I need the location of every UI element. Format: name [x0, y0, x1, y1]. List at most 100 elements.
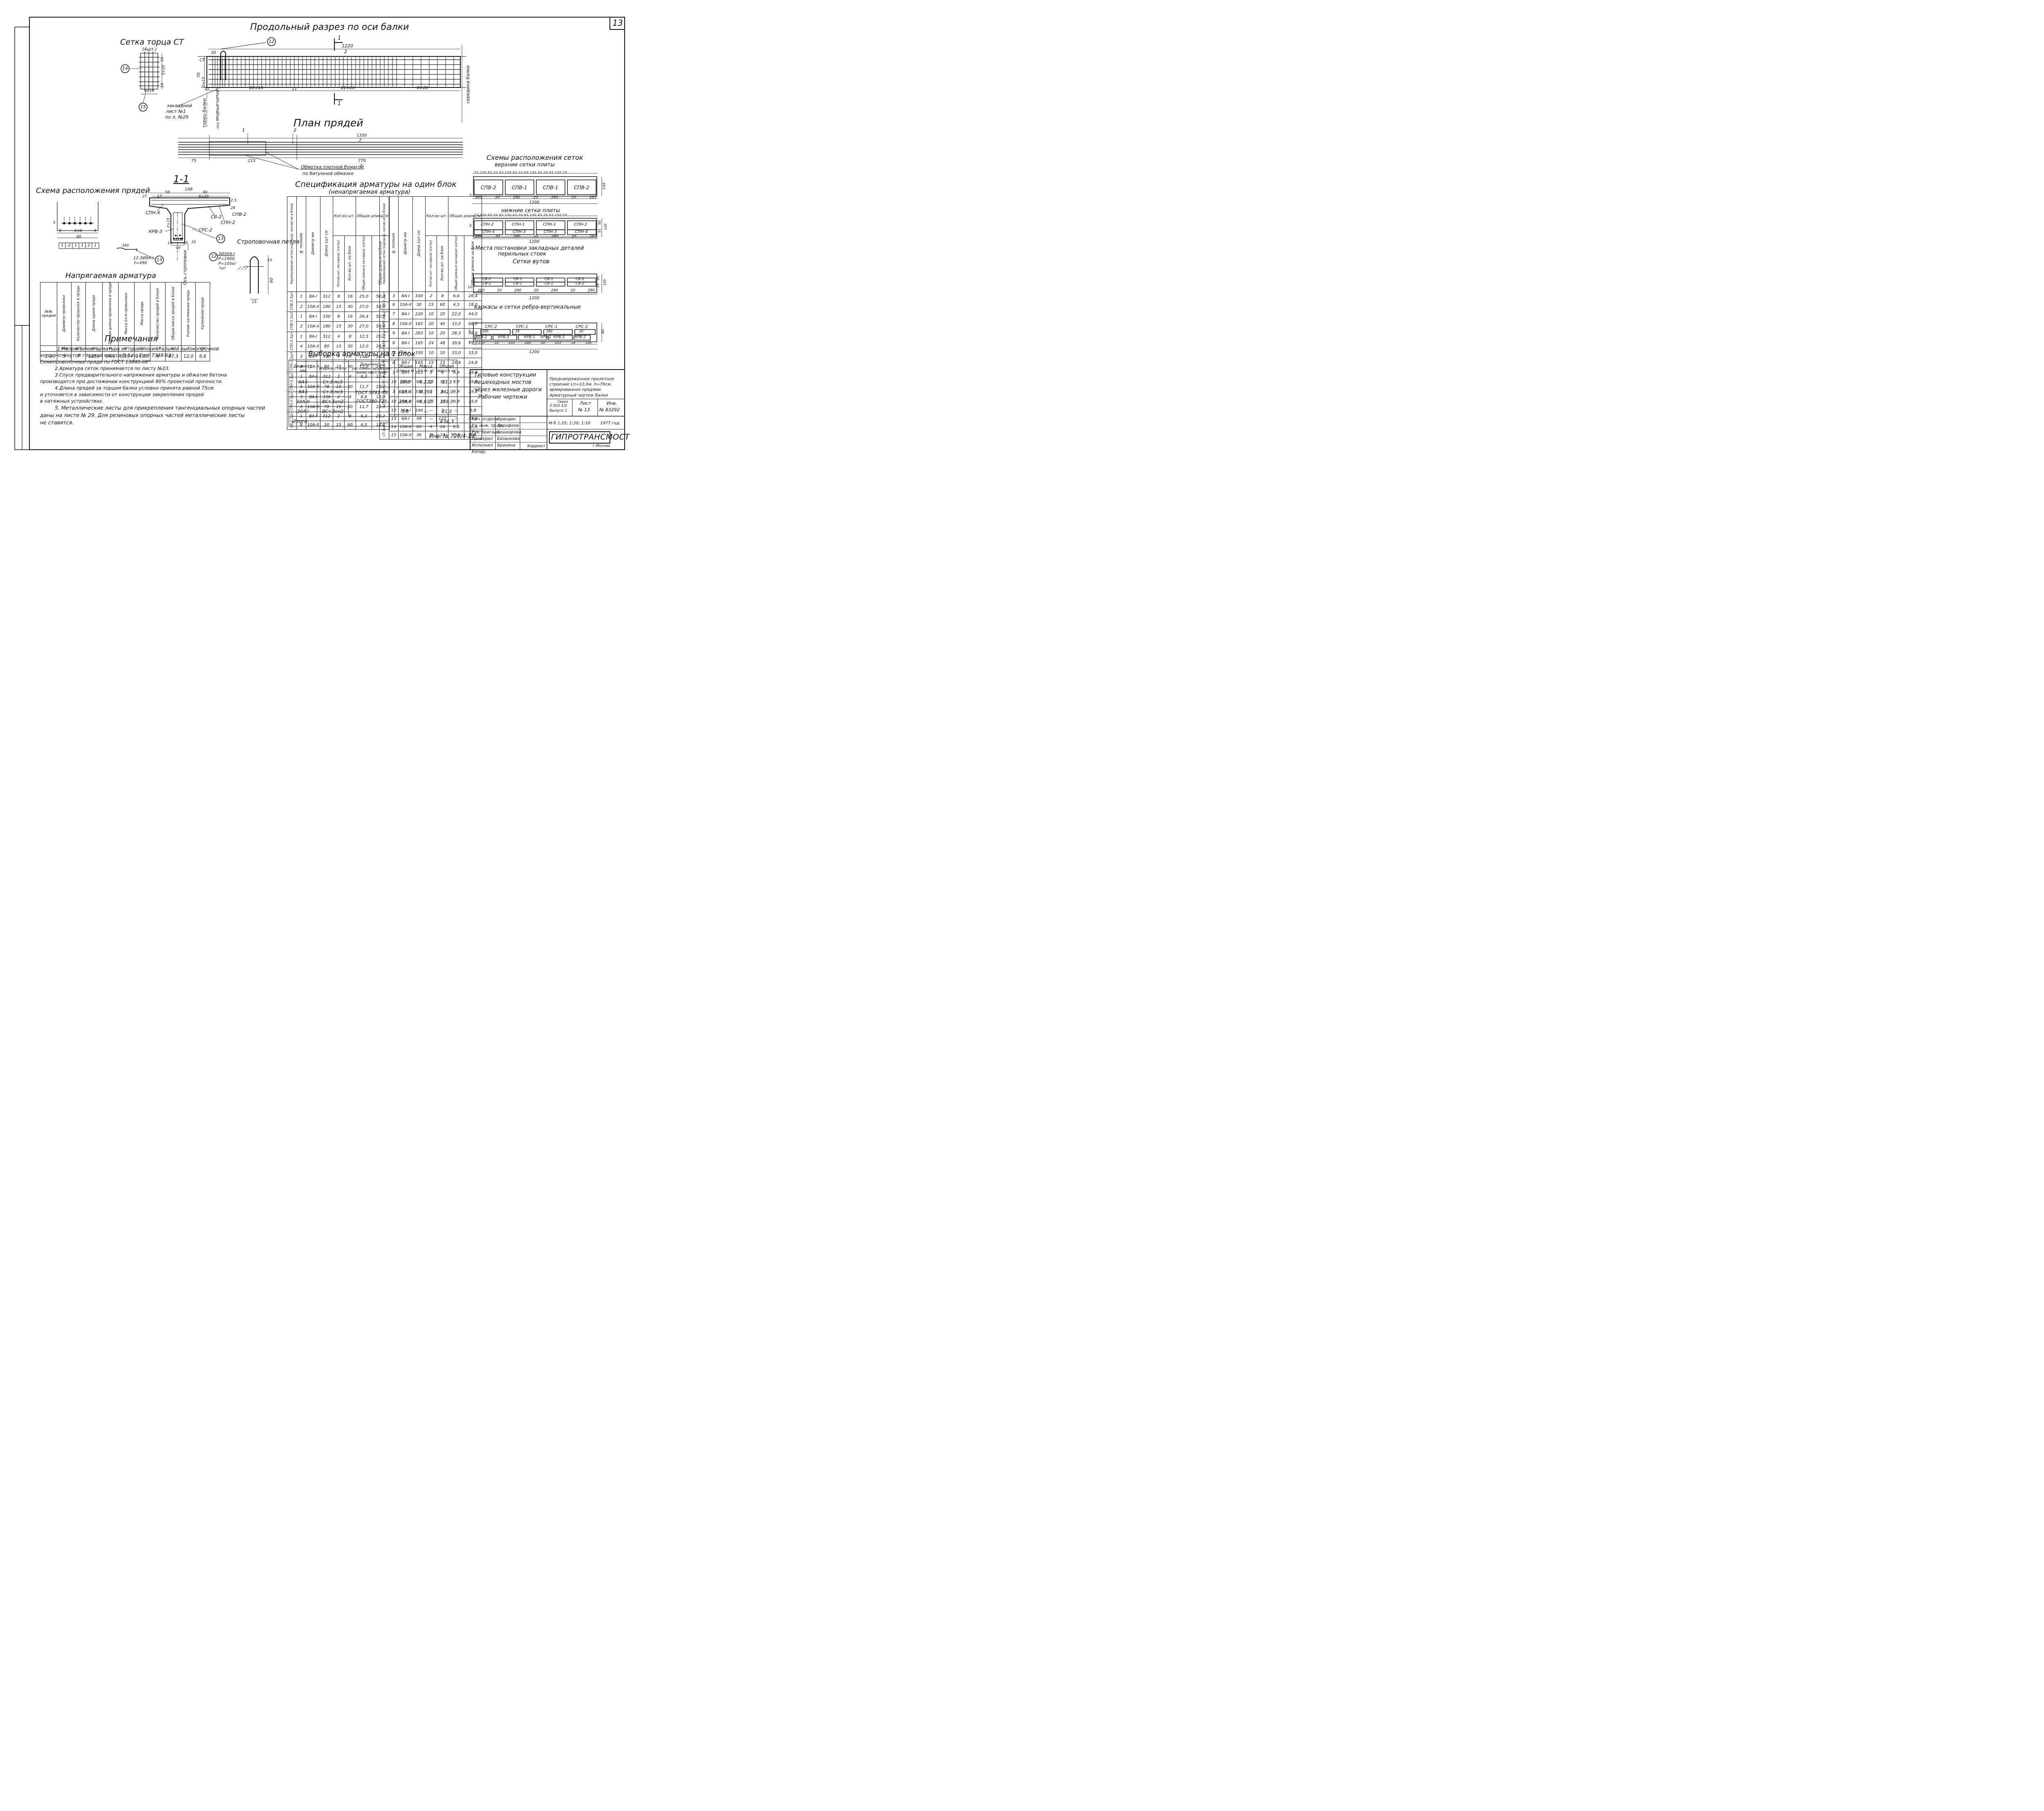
sr-cell: 10	[436, 348, 448, 358]
lifting-loop-dim-15: 15	[267, 258, 272, 262]
sl-cell: 12,0	[355, 341, 372, 352]
spec-subtitle: (ненапрягаемая арматура)	[329, 189, 410, 195]
lower-dims-top-value: 75	[474, 213, 479, 217]
upper-dims-top-value: 20	[543, 171, 548, 174]
lower-label: СПН-3	[544, 230, 557, 234]
frames-bottom-dims-value: 233	[509, 341, 515, 345]
lower-dims-bottom-value: 283	[589, 235, 596, 239]
lower-dims-top-value: 150	[555, 213, 562, 217]
upper-dims-bottom-value: 285	[589, 195, 596, 199]
selection-title: Выборка арматуры на 1 блок	[308, 350, 416, 358]
strand-dim-bottom-4: 2	[360, 164, 363, 168]
stamp-role: Нач. отдела	[472, 417, 498, 421]
callout-13-bar: 13	[157, 257, 162, 262]
sl-cell: 25,0	[355, 291, 372, 302]
sl-cell: 30	[344, 301, 356, 312]
sl-cell: 312	[320, 291, 333, 302]
mesh-schemes-drawing	[473, 173, 602, 350]
nodes-mesh-title: Сетки вутов	[513, 258, 550, 265]
frames-bottom-dims-value: 10	[571, 341, 576, 345]
stamp-org: ГИПРОТРАНСМОСТ	[551, 433, 630, 442]
sr-cell: 39,6	[448, 338, 465, 349]
frames-bottom-dims-value: 130	[478, 341, 485, 345]
nodes-label: СВ-2	[482, 282, 491, 286]
strand-layout-title: Схема расположения прядей	[36, 186, 150, 195]
note-line-8: и уточняется в зависимости от конструкци…	[40, 392, 204, 397]
sr-cell: 48	[436, 338, 448, 349]
sr-cell: 24,8	[464, 357, 482, 368]
section-label-src2: СРС-2	[199, 227, 212, 233]
lower-dims-top-value: 150	[530, 213, 537, 217]
stamp-year: 1977 год	[600, 421, 619, 426]
frames-top-dims-value: 20	[579, 329, 583, 333]
lower-label: СПН-1	[512, 222, 525, 227]
upper-dims-top-value: 150	[530, 171, 537, 174]
lower-left: 5	[469, 224, 472, 228]
frame-top-label: СРС-1	[516, 325, 528, 329]
selection-table: Диаметр мм Марка стали Документы, реглам…	[289, 360, 457, 426]
frames-bottom-dims-value: 233	[555, 341, 561, 345]
stamp-desc-3: армированное прядями.	[549, 388, 602, 392]
note-line-6: производится при достижении конструкцией…	[40, 379, 223, 384]
nodes-total: 1200	[529, 296, 540, 300]
upper-dims-top-value: 65	[499, 171, 504, 174]
st-r-6: 14,55	[134, 351, 150, 362]
sheet-number: 13	[612, 18, 623, 28]
section-dim-148: 148	[185, 187, 193, 192]
section-label-spn2: СПН-2	[221, 220, 235, 225]
strand-plan-drawing	[178, 133, 463, 170]
nodes-dims-bottom-value: 20	[533, 289, 539, 293]
lower-dims-bottom-value: 20	[572, 235, 576, 239]
long-mark-11a: 11	[204, 87, 210, 91]
st-r-9: 12,0	[181, 351, 196, 362]
section-label-spv2: СПВ-2	[232, 212, 247, 217]
bar13-length: ℓ=490	[134, 261, 147, 265]
upper-label: СПВ-2	[574, 185, 589, 191]
stamp-serie: 3.503-1/2	[549, 404, 567, 408]
stamp-serie-label: Серия	[558, 400, 568, 403]
sr-cell: 19,8	[464, 377, 482, 388]
lower-dims-top-value: 65	[488, 213, 493, 217]
frame-bottom-label: КРВ-2	[575, 335, 586, 339]
sr-cell: 20	[436, 328, 448, 339]
layout-dim-side: 5	[53, 221, 56, 225]
lower-dims-top-value: 75	[563, 213, 567, 217]
strand-mark-cell-5: 2	[87, 243, 90, 248]
strand-plan-title: План прядей	[294, 117, 363, 129]
strand-dim-top2: 2	[359, 138, 362, 143]
end-mesh-count: (4шт.)	[142, 47, 157, 52]
sr-cell: 8A-I	[398, 338, 413, 349]
sr-cell: 56,6	[464, 328, 482, 339]
lower-dims-top-value: 65	[499, 213, 504, 217]
st-r-3: 1350	[85, 351, 103, 362]
sr-cell: 10	[425, 328, 437, 339]
strand-mark-1: 1	[242, 128, 245, 133]
sel-r0-c1: Ст.3 пс3	[317, 377, 349, 387]
lower-dims-top-value: 150	[480, 213, 487, 217]
stamp-role: Гл. инж. пр-та	[472, 424, 503, 428]
note-line-12: не ставятся.	[40, 419, 74, 426]
section-dim-10: 10	[183, 241, 188, 245]
sr-cell: 22,0	[448, 309, 465, 319]
embed-title: +Места постановки закладных деталей	[471, 245, 584, 251]
stamp-project-2: пешеходных мостов	[474, 379, 531, 386]
sr-cell: 60	[436, 300, 448, 309]
sl-cell: 30	[344, 321, 356, 332]
section-dim-35: 35	[191, 240, 196, 244]
bar13-dim: 340	[122, 244, 129, 248]
upper-dims-top-value: 65	[549, 171, 554, 174]
cut-mark-1-bottom: 1	[338, 101, 341, 107]
long-dim-bottom-3: 8×20	[417, 86, 428, 90]
embedded-sheet-1: закладной	[167, 103, 192, 108]
lower-dims-top-value: 65	[538, 213, 542, 217]
strand-dim-bottom-3: 770	[358, 159, 366, 163]
sr-cell: 20	[425, 318, 437, 329]
section-dim-17: 17	[157, 195, 162, 199]
sr-cell: 18,0	[464, 300, 482, 309]
sr-cell: 8	[389, 318, 399, 329]
callout-15: 15	[140, 104, 146, 110]
nodes-label: СВ-2	[576, 282, 585, 286]
stressed-table: №№ прядей Диаметр проволоки Количество п…	[40, 282, 210, 362]
